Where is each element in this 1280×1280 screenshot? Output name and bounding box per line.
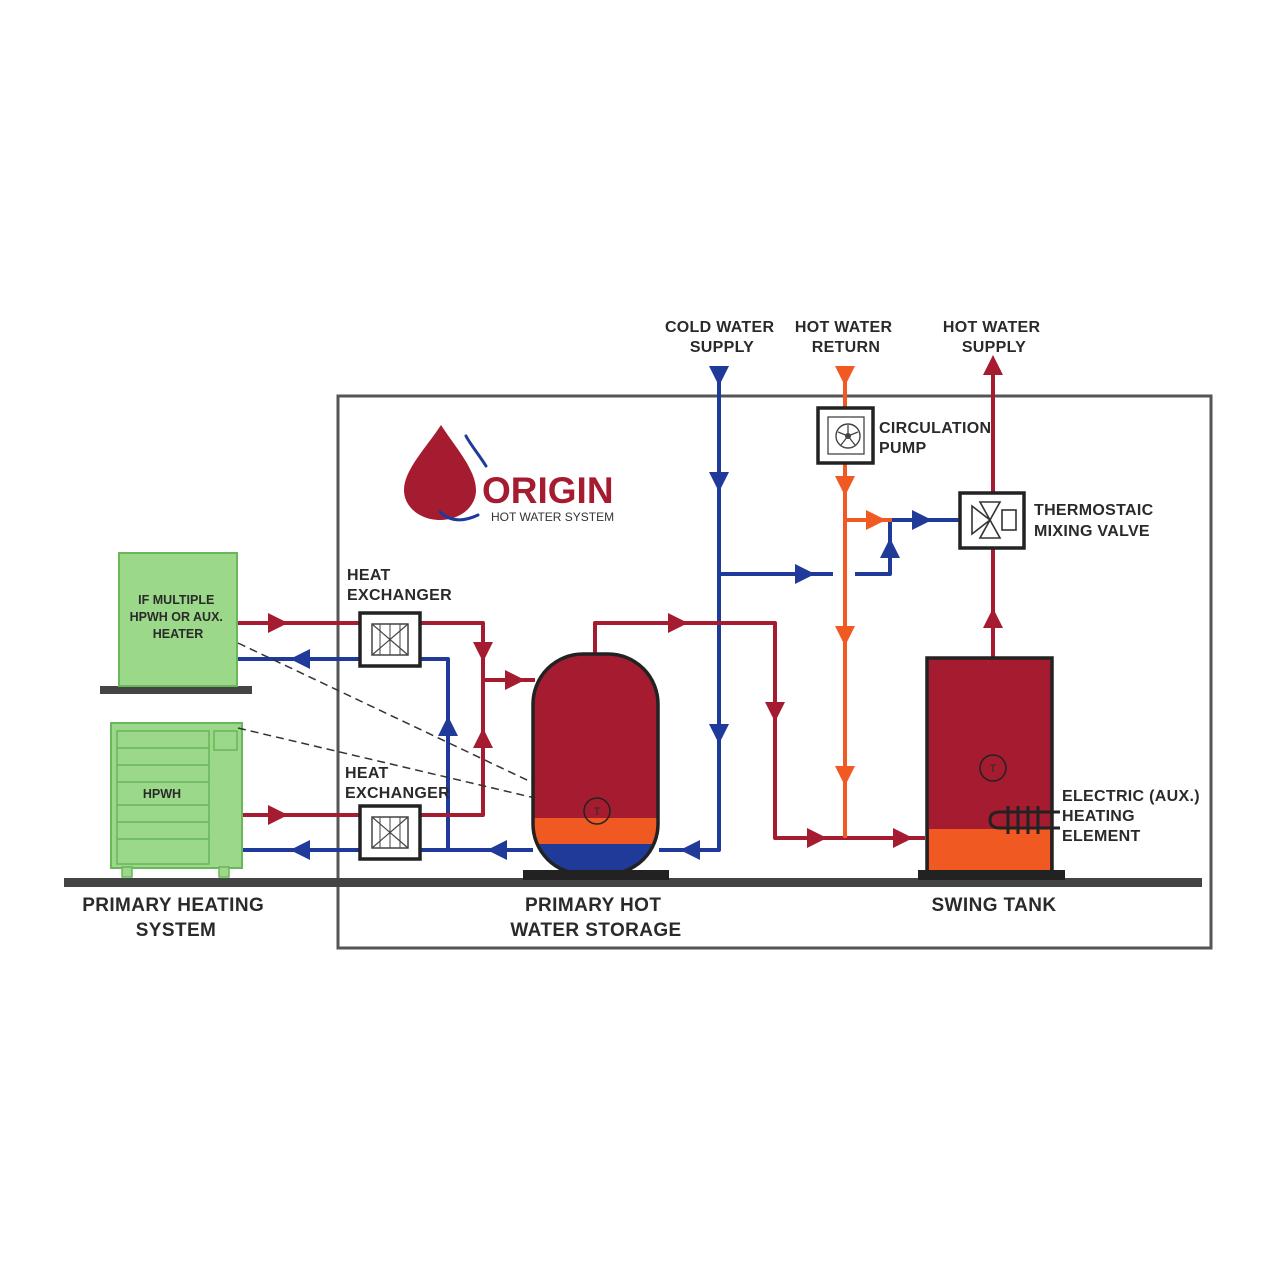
heating-element-label: ELECTRIC (AUX.) HEATING ELEMENT — [1062, 788, 1205, 845]
thermostat-label: T — [990, 763, 997, 775]
flow-arrow-icon — [893, 828, 913, 848]
circulation-pump-label: CIRCULATION PUMP — [879, 420, 996, 457]
aux-heater-label: IF MULTIPLE HPWH OR AUX. HEATER — [130, 593, 227, 641]
flow-arrow-icon — [680, 840, 700, 860]
ground-line — [64, 878, 1202, 887]
flow-arrows — [268, 355, 1003, 860]
heat-exchanger-icon — [358, 804, 422, 861]
flow-arrow-icon — [795, 564, 815, 584]
water-drop-icon — [404, 425, 476, 520]
flow-arrow-icon — [866, 510, 886, 530]
flow-arrow-icon — [912, 510, 932, 530]
mixing-valve-label: THERMOSTAIC MIXING VALVE — [1034, 502, 1158, 540]
circulation-pump-icon — [816, 406, 875, 465]
mixing-valve-icon — [958, 491, 1026, 550]
flow-arrow-icon — [983, 608, 1003, 628]
brand-name: ORIGIN — [482, 470, 614, 511]
sensor-dashed-lines — [237, 642, 587, 811]
thermostat-label: T — [594, 806, 601, 818]
primary-heating-system-label: PRIMARY HEATING SYSTEM — [82, 895, 270, 941]
flow-arrow-icon — [473, 642, 493, 662]
flow-arrow-icon — [473, 728, 493, 748]
hpwh-label: HPWH — [143, 787, 181, 801]
heating-element-icon — [988, 806, 1060, 834]
flow-arrow-icon — [765, 702, 785, 722]
heat-exchanger-icon — [358, 611, 422, 668]
hpwh-unit — [110, 722, 243, 878]
flow-arrow-icon — [835, 766, 855, 786]
thermostat-symbol — [979, 754, 1007, 782]
flow-arrow-icon — [438, 716, 458, 736]
flow-arrow-icon — [880, 538, 900, 558]
flow-arrow-icon — [487, 840, 507, 860]
flow-arrow-icon — [268, 805, 288, 825]
flow-arrow-icon — [835, 366, 855, 386]
cold-water-supply-label: COLD WATER SUPPLY — [665, 319, 779, 356]
flow-arrow-icon — [290, 840, 310, 860]
swing-tank-label: SWING TANK — [931, 895, 1056, 916]
aux-heater-base — [100, 686, 252, 694]
brand-tagline: HOT WATER SYSTEM — [491, 510, 614, 524]
flow-arrow-icon — [807, 828, 827, 848]
hot-water-supply-label: HOT WATER SUPPLY — [943, 319, 1045, 356]
labels: COLD WATER SUPPLY HOT WATER RETURN HOT W… — [82, 319, 1205, 941]
flow-arrow-icon — [835, 626, 855, 646]
heat-exchanger-top-label: HEAT EXCHANGER — [347, 567, 452, 604]
water-drop-outline — [464, 434, 488, 468]
flow-arrow-icon — [709, 366, 729, 386]
thermostat-symbol — [583, 797, 611, 825]
flow-arrow-icon — [709, 724, 729, 744]
flow-arrow-icon — [268, 613, 288, 633]
flow-arrow-icon — [668, 613, 688, 633]
system-boundary-frame — [336, 394, 1213, 950]
swing-tank: T — [918, 656, 1065, 880]
flow-arrow-icon — [835, 476, 855, 496]
flow-arrow-icon — [505, 670, 525, 690]
heat-exchanger-bottom-label: HEAT EXCHANGER — [345, 765, 450, 802]
primary-hot-water-storage-label: PRIMARY HOT WATER STORAGE — [510, 895, 681, 941]
flow-arrow-icon — [983, 355, 1003, 375]
flow-arrow-icon — [290, 649, 310, 669]
primary-storage-tank: T — [523, 652, 669, 880]
flow-arrow-icon — [709, 472, 729, 492]
aux-heater-unit — [118, 552, 238, 687]
hot-water-return-label: HOT WATER RETURN — [795, 319, 897, 356]
origin-logo: ORIGIN HOT WATER SYSTEM — [404, 425, 614, 524]
water-drop-swoosh — [438, 510, 480, 522]
